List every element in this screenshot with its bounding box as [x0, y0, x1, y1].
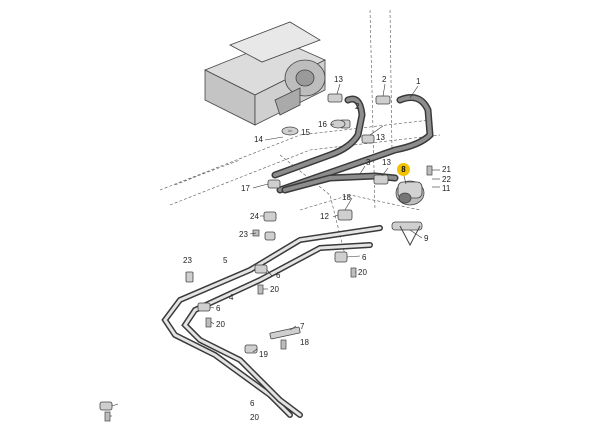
callout-20-d: 20: [250, 413, 259, 422]
leader-18: [344, 197, 353, 211]
callout-11: 11: [442, 184, 451, 193]
callout-9: 9: [424, 234, 429, 243]
leader-19: [252, 348, 258, 353]
callout-15: 15: [301, 128, 310, 137]
callout-20-c: 20: [216, 320, 225, 329]
leader-16: [329, 123, 335, 126]
callout-13-lower: 13: [382, 158, 391, 167]
callout-23-lower: 23: [183, 256, 192, 265]
pump-bracket: [391, 221, 423, 231]
callout-24: 24: [250, 212, 259, 221]
callout-17: 17: [241, 184, 250, 193]
hose-2: [271, 95, 366, 179]
leader-9: [409, 229, 423, 239]
callout-4: 4: [229, 293, 234, 302]
leader-20c: [210, 321, 215, 325]
leader-6a: [266, 269, 273, 277]
callout-16: 16: [318, 120, 327, 129]
leader-3: [359, 165, 366, 175]
leader-13a: [336, 83, 341, 95]
callout-12: 12: [320, 212, 329, 221]
coolant-pipe-5: [181, 242, 373, 418]
coolant-pipe-4: [161, 225, 383, 418]
callout-21: 21: [442, 165, 451, 174]
callout-22: 22: [442, 175, 451, 184]
leader-6d: [111, 403, 119, 407]
callout-8-highlighted: 8: [397, 163, 410, 176]
callout-2: 2: [382, 75, 387, 84]
hose-1: [276, 94, 434, 194]
callout-6-d: 6: [250, 399, 255, 408]
leader-1: [409, 85, 419, 99]
leader-13c: [381, 167, 389, 177]
callout-13-upper: 13: [334, 75, 343, 84]
callout-14: 14: [254, 135, 263, 144]
leader-13b: [369, 125, 384, 136]
leader-7: [289, 325, 297, 331]
callout-3: 3: [366, 158, 371, 167]
leader-17: [252, 183, 269, 189]
callout-6-b: 6: [276, 271, 281, 280]
callout-5: 5: [223, 256, 228, 265]
leader-8: [403, 175, 407, 185]
callout-20-b: 20: [270, 285, 279, 294]
callout-2-lower: 2: [355, 102, 360, 111]
callout-18: 18: [342, 193, 351, 202]
leader-6c: [209, 306, 215, 309]
callout-19: 19: [259, 350, 268, 359]
screws: [104, 165, 433, 422]
callout-13-middle: 13: [376, 133, 385, 142]
callout-6-c: 6: [216, 304, 221, 313]
callout-20-a: 20: [358, 268, 367, 277]
callout-7: 7: [300, 322, 305, 331]
leader-23a: [249, 232, 257, 235]
leader-6b: [346, 255, 361, 258]
leader-2: [382, 83, 386, 97]
heater-unit: [204, 21, 326, 126]
leader-12: [332, 214, 339, 218]
callout-1: 1: [416, 77, 421, 86]
callout-6-a: 6: [362, 253, 367, 262]
callout-18-lower: 18: [300, 338, 309, 347]
coolant-pump: [391, 180, 425, 247]
callout-23-upper: 23: [239, 230, 248, 239]
leader-14: [264, 136, 284, 141]
